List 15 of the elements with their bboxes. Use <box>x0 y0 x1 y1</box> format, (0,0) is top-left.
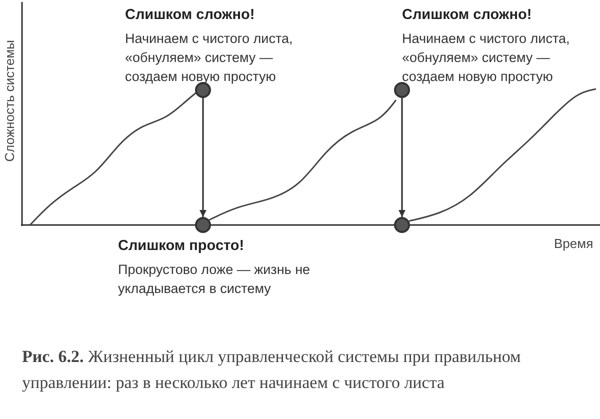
figure-caption: Рис. 6.2. Жизненный цикл управленческой системы при правильном управлении: раз в несколько лет начинаем с чистого листа <box>22 346 522 394</box>
callout-heading: Слишком сложно! <box>402 6 533 25</box>
point-marker <box>195 82 211 98</box>
point-marker <box>394 82 410 98</box>
arrow <box>200 98 206 217</box>
point-marker <box>195 217 211 233</box>
callout-text: Начинаем с чистого листа, «обнуляем» систему — создаем новую простую <box>125 30 294 86</box>
callout-heading: Слишком сложно! <box>125 6 256 25</box>
arrow <box>398 98 406 217</box>
point-marker <box>394 217 410 233</box>
callout-text: Прокрустово ложе — жизнь не укладывается в систему <box>118 261 312 298</box>
callout-heading: Слишком просто! <box>118 237 246 256</box>
callout-text: Начинаем с чистого листа, «обнуляем» систему — создаем новую простую <box>402 30 571 86</box>
axis-label: Время <box>554 236 594 251</box>
axis-label: Сложность системы <box>2 40 17 162</box>
